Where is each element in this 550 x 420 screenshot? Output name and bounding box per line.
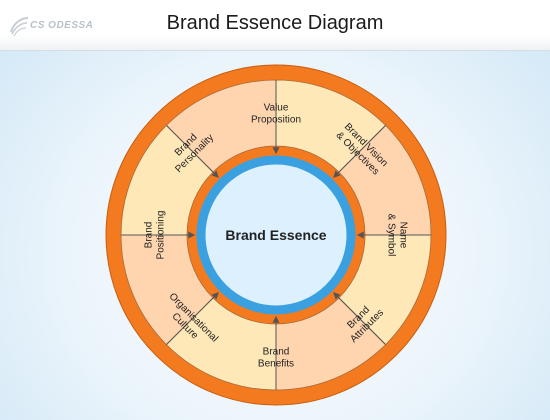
center-label: Brand Essence [225,227,326,243]
segments [120,79,432,391]
segment-label-line: Brand [263,347,290,358]
segment-label-line: Positioning [156,211,167,260]
segment-label-line: Proposition [251,115,301,126]
segment-label-line: & Symbol [386,214,397,257]
segment-label-line: Benefits [258,359,294,370]
segment-label-line: Brand [144,222,155,249]
segment-label-line: Name [398,222,409,249]
arrows [121,80,431,390]
logo-text: CS ODESSA [30,20,94,31]
arrow-3 [333,292,386,345]
segment-label-2: Name& Symbol [386,214,409,257]
segment-label-6: BrandPositioning [144,211,167,260]
header-bar: CS ODESSA Brand Essence Diagram [0,0,550,51]
arrow-7 [166,125,219,178]
logo-swirl-icon [10,17,29,37]
arrow-5 [166,292,219,345]
page-title: Brand Essence Diagram [166,12,384,34]
company-logo: CS ODESSA [8,14,98,38]
segment-7 [120,124,214,236]
segment-label-line: Value [264,103,289,114]
center-circle [196,155,356,315]
arrow-1 [333,125,386,178]
